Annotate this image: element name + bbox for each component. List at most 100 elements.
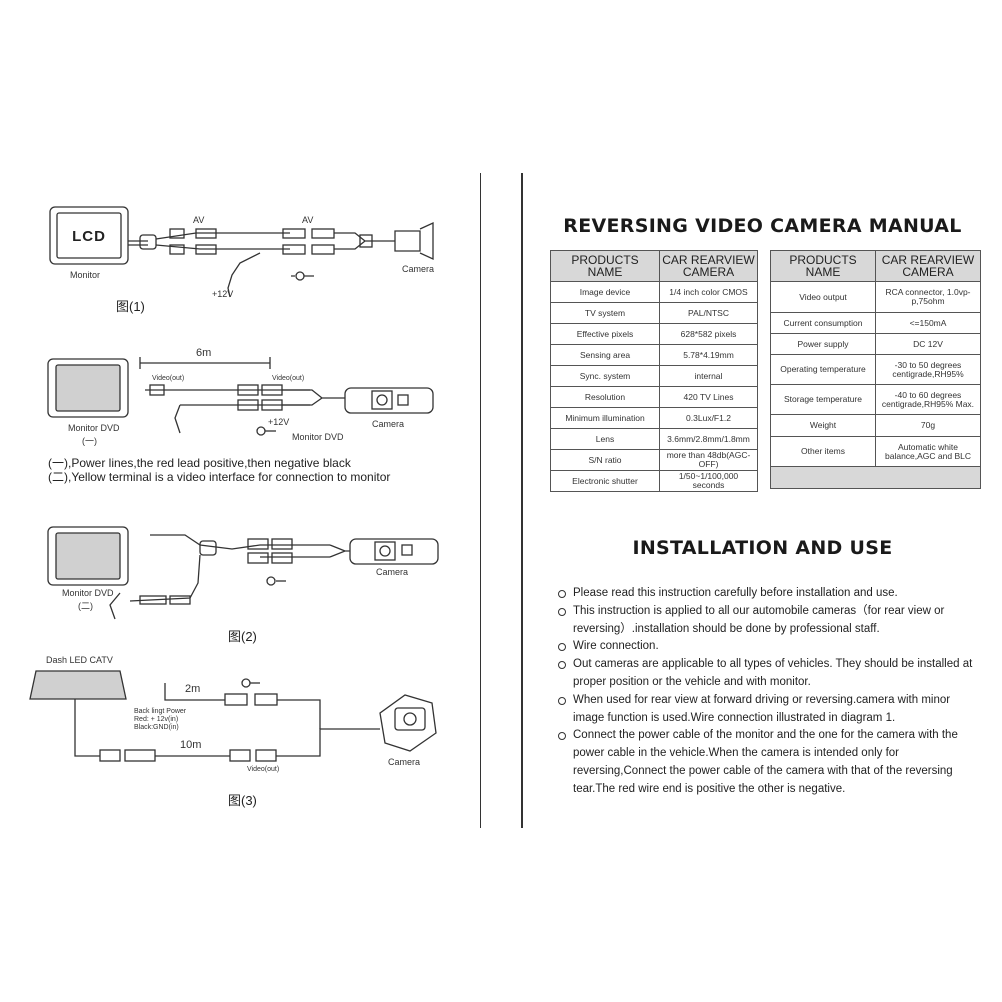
- spec-value: 3.6mm/2.8mm/1.8mm: [659, 428, 758, 450]
- dash-led-label: Dash LED CATV: [46, 655, 113, 665]
- figure-2-caption: 图(2): [228, 629, 257, 644]
- header-car-rearview-camera: CAR REARVIEW CAMERA: [875, 250, 981, 282]
- spec-value: 5.78*4.19mm: [659, 344, 758, 366]
- spec-name: Storage temperature: [770, 384, 876, 415]
- spec-table-right: PRODUCTS NAME CAR REARVIEW CAMERA Video …: [770, 250, 981, 489]
- camera-label-1: Camera: [402, 264, 435, 274]
- spec-value: 420 TV Lines: [659, 386, 758, 408]
- spec-value: 70g: [875, 414, 981, 437]
- list-item: Wire connection.: [557, 638, 977, 656]
- left-page-divider: [479, 173, 481, 828]
- monitor-label: Monitor: [70, 270, 101, 280]
- lcd-monitor: [49, 206, 129, 265]
- spec-name: Electronic shutter: [550, 470, 660, 492]
- power-label: +12V: [212, 289, 234, 299]
- av-label-1: AV: [193, 215, 205, 225]
- av-label-2: AV: [302, 215, 314, 225]
- table-row: Storage temperature-40 to 60 degrees cen…: [770, 384, 981, 415]
- spec-value: PAL/NTSC: [659, 302, 758, 324]
- spec-name: Minimum illumination: [550, 407, 660, 429]
- spec-name: Image device: [550, 281, 660, 303]
- header-products-name: PRODUCTS NAME: [770, 250, 876, 282]
- list-item: Out cameras are applicable to all types …: [557, 656, 977, 692]
- monitor-dvd-label-3: Monitor DVD: [62, 588, 114, 598]
- spec-value: -30 to 50 degrees centigrade,RH95%: [875, 354, 981, 385]
- spec-name: Power supply: [770, 333, 876, 355]
- note-yellow-terminal: (二),Yellow terminal is a video interface…: [48, 470, 391, 484]
- spec-value: Automatic white balance,AGC and BLC: [875, 436, 981, 467]
- camera-label-2: Camera: [372, 419, 405, 429]
- spec-name: Operating temperature: [770, 354, 876, 385]
- spec-name: S/N ratio: [550, 449, 660, 471]
- installation-list: Please read this instruction carefully b…: [557, 585, 977, 799]
- monitor-dvd-label-2: Monitor DVD: [292, 432, 344, 442]
- spec-value: <=150mA: [875, 312, 981, 334]
- camera-label-3: Camera: [376, 567, 409, 577]
- table-header-row: PRODUCTS NAME CAR REARVIEW CAMERA: [550, 250, 758, 282]
- monitor-dvd-num-2: (二): [78, 601, 93, 611]
- cable-length-2m: 2m: [185, 683, 201, 695]
- spec-name: Other items: [770, 436, 876, 467]
- spec-name: Current consumption: [770, 312, 876, 334]
- monitor-dvd-label-1: Monitor DVD: [68, 423, 120, 433]
- list-item: Please read this instruction carefully b…: [557, 585, 977, 603]
- spec-name: Weight: [770, 414, 876, 437]
- camera-label-4: Camera: [388, 757, 421, 767]
- video-out-label-2: Video(out): [272, 375, 305, 382]
- spec-value: 0.3Lux/F1.2: [659, 407, 758, 429]
- table-filler-cell: [770, 466, 981, 489]
- list-item: When used for rear view at forward drivi…: [557, 692, 977, 728]
- header-products-name: PRODUCTS NAME: [550, 250, 660, 282]
- table-filler-row: [770, 466, 981, 489]
- spec-value: 1/4 inch color CMOS: [659, 281, 758, 303]
- cable-length-6m: 6m: [196, 347, 212, 359]
- installation-title: INSTALLATION AND USE: [632, 537, 893, 559]
- video-out-label-1: Video(out): [152, 375, 185, 382]
- spec-value: 628*582 pixels: [659, 323, 758, 345]
- lcd-label: LCD: [72, 228, 106, 245]
- black-wire-label: Black:GND(in): [134, 724, 179, 731]
- spec-name: Lens: [550, 428, 660, 450]
- spec-title: REVERSING VIDEO CAMERA MANUAL: [563, 215, 962, 237]
- spec-value: -40 to 60 degrees centigrade,RH95% Max.: [875, 384, 981, 415]
- spec-name: Sync. system: [550, 365, 660, 387]
- spec-name: Sensing area: [550, 344, 660, 366]
- spec-name: Video output: [770, 281, 876, 313]
- monitor-dvd-num-1: (一): [82, 436, 97, 446]
- power-label-2: +12V: [268, 417, 290, 427]
- spec-table-left: PRODUCTS NAME CAR REARVIEW CAMERA Image …: [550, 250, 758, 492]
- manual-page: REVERSING VIDEO CAMERA MANUAL PRODUCTS N…: [523, 173, 1002, 828]
- spec-value: DC 12V: [875, 333, 981, 355]
- figure-1-caption: 图(1): [116, 299, 145, 314]
- right-page-divider: [521, 173, 523, 828]
- spec-name: Effective pixels: [550, 323, 660, 345]
- figure-3-caption: 图(3): [228, 793, 257, 808]
- note-power-lines: (一),Power lines,the red lead positive,th…: [48, 456, 351, 470]
- video-out-label-3: Video(out): [247, 766, 280, 773]
- spec-value: more than 48db(AGC-OFF): [659, 449, 758, 471]
- table-row: Current consumption<=150mA: [770, 312, 981, 334]
- red-wire-label: Red: + 12v(in): [134, 716, 179, 723]
- list-item: Connect the power cable of the monitor a…: [557, 727, 977, 798]
- spec-value: RCA connector, 1.0vp-p,75ohm: [875, 281, 981, 313]
- spec-name: TV system: [550, 302, 660, 324]
- table-header-row: PRODUCTS NAME CAR REARVIEW CAMERA: [770, 250, 981, 282]
- header-car-rearview-camera: CAR REARVIEW CAMERA: [659, 250, 758, 282]
- spec-value: internal: [659, 365, 758, 387]
- table-row: Operating temperature-30 to 50 degrees c…: [770, 354, 981, 385]
- list-item: This instruction is applied to all our a…: [557, 603, 977, 639]
- spec-value: 1/50~1/100,000 seconds: [659, 470, 758, 492]
